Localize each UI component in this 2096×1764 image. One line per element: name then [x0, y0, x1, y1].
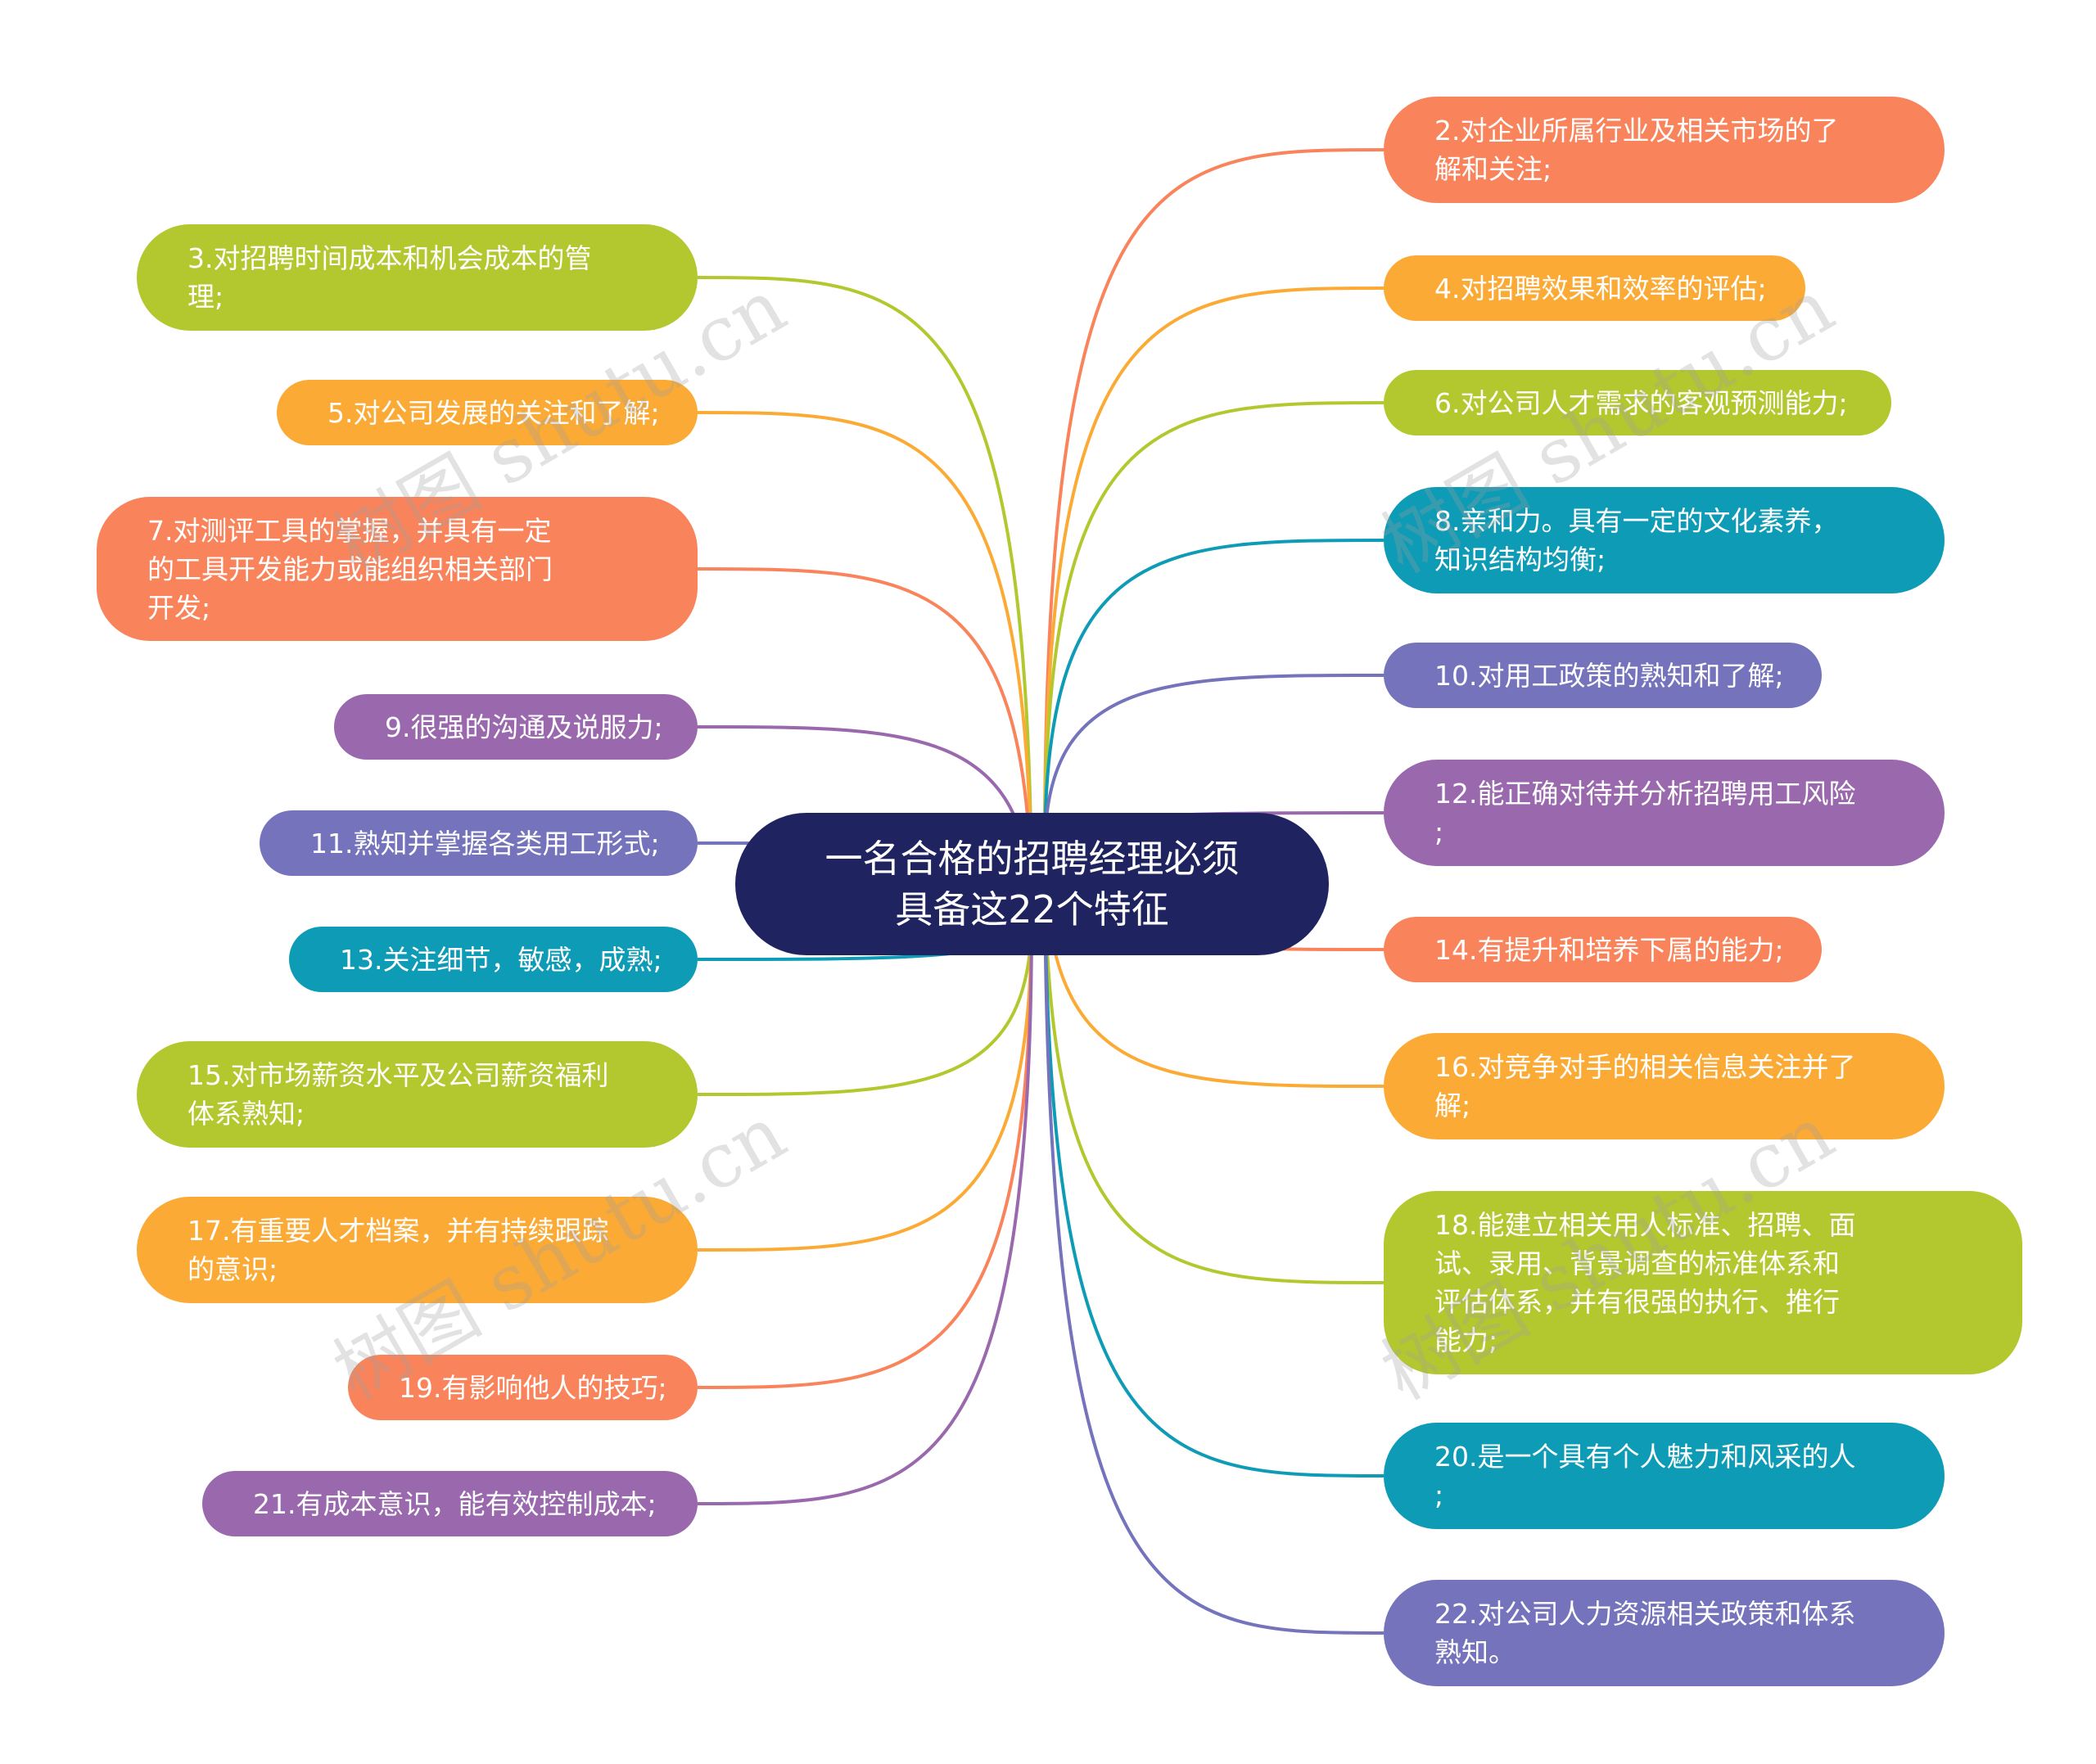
topic-n8[interactable]: 8.亲和力。具有一定的文化素养， 知识结构均衡; — [1384, 487, 1945, 593]
connector-n15 — [697, 916, 1033, 1096]
topic-n6[interactable]: 6.对公司人才需求的客观预测能力; — [1384, 370, 1891, 435]
topic-n19[interactable]: 19.有影响他人的技巧; — [348, 1355, 698, 1420]
topic-n14[interactable]: 14.有提升和培养下属的能力; — [1384, 917, 1822, 982]
connector-n4 — [1043, 286, 1385, 852]
connector-n20 — [1043, 850, 1385, 1478]
topic-n13[interactable]: 13.关注细节，敏感，成熟; — [289, 927, 698, 992]
connector-n5 — [697, 411, 1033, 918]
connector-n6 — [1043, 401, 1385, 852]
connector-n8 — [1043, 539, 1385, 852]
topic-n5[interactable]: 5.对公司发展的关注和了解; — [277, 380, 698, 445]
topic-n7[interactable]: 7.对测评工具的掌握，并具有一定 的工具开发能力或能组织相关部门 开发; — [97, 497, 698, 641]
connector-n2 — [1043, 148, 1385, 852]
connector-n10 — [1043, 674, 1385, 852]
connector-n18 — [1043, 850, 1385, 1284]
topic-n12[interactable]: 12.能正确对待并分析招聘用工风险 ; — [1384, 760, 1945, 866]
connector-n21 — [697, 916, 1033, 1505]
topic-n22[interactable]: 22.对公司人力资源相关政策和体系 熟知。 — [1384, 1580, 1945, 1686]
topic-n16[interactable]: 16.对竞争对手的相关信息关注并了 解; — [1384, 1033, 1945, 1139]
topic-n21[interactable]: 21.有成本意识，能有效控制成本; — [202, 1471, 698, 1536]
connector-n17 — [697, 916, 1033, 1252]
topic-n17[interactable]: 17.有重要人才档案，并有持续跟踪 的意识; — [137, 1197, 698, 1303]
topic-n18[interactable]: 18.能建立相关用人标准、招聘、面 试、录用、背景调查的标准体系和 评估体系，并… — [1384, 1191, 2022, 1374]
topic-n10[interactable]: 10.对用工政策的熟知和了解; — [1384, 643, 1822, 708]
central-topic[interactable]: 一名合格的招聘经理必须 具备这22个特征 — [735, 813, 1329, 955]
topic-n3[interactable]: 3.对招聘时间成本和机会成本的管 理; — [137, 224, 698, 331]
topic-n15[interactable]: 15.对市场薪资水平及公司薪资福利 体系熟知; — [137, 1041, 698, 1148]
topic-n2[interactable]: 2.对企业所属行业及相关市场的了 解和关注; — [1384, 97, 1945, 203]
topic-n20[interactable]: 20.是一个具有个人魅力和风采的人 ; — [1384, 1423, 1945, 1529]
connector-n22 — [1043, 850, 1385, 1635]
topic-n11[interactable]: 11.熟知并掌握各类用工形式; — [260, 810, 698, 876]
connector-n7 — [697, 567, 1033, 918]
connector-n3 — [697, 276, 1033, 918]
topic-n4[interactable]: 4.对招聘效果和效率的评估; — [1384, 255, 1805, 321]
connector-n19 — [697, 916, 1033, 1389]
topic-n9[interactable]: 9.很强的沟通及说服力; — [334, 694, 698, 760]
